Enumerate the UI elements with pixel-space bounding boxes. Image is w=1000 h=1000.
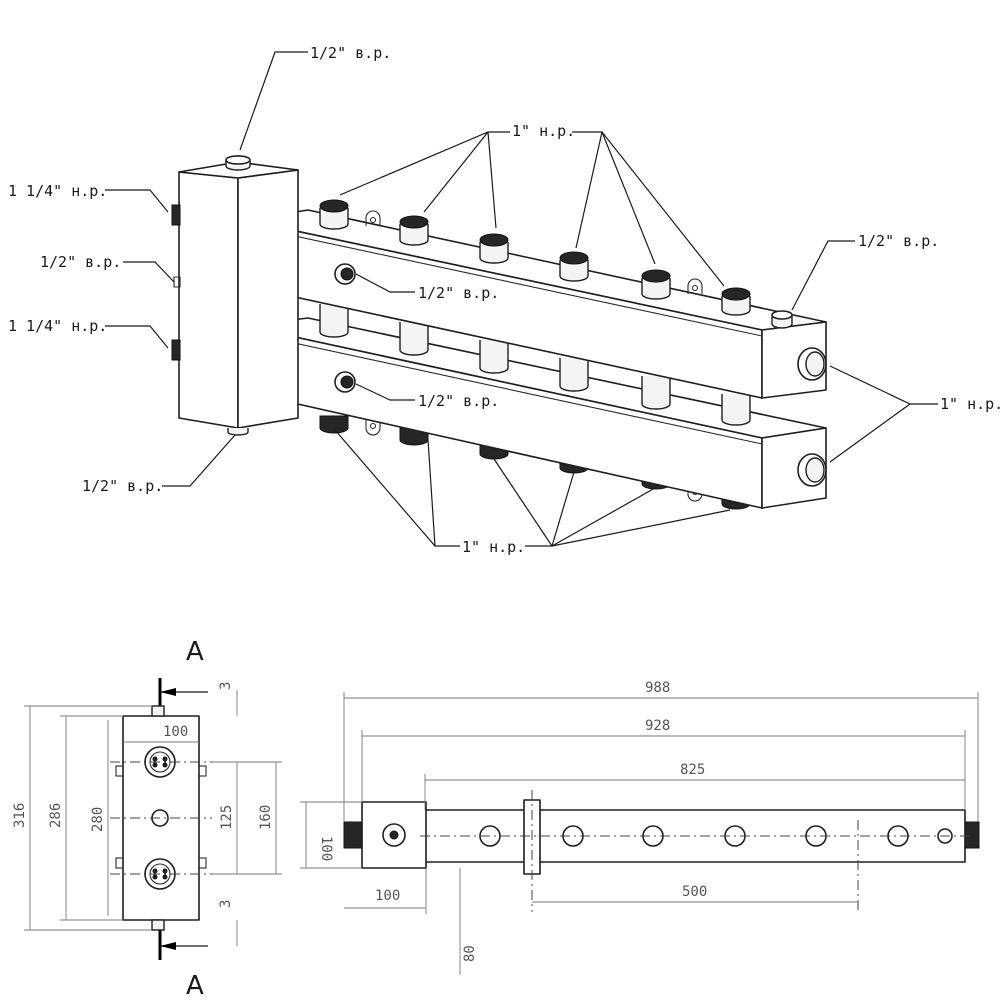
label-left-bottom: 1 1/4" н.р. — [8, 317, 107, 335]
side-view: A A — [12, 637, 282, 1000]
dim-928: 928 — [645, 718, 670, 734]
upper-mount-tabs — [365, 210, 703, 294]
label-top-center: 1/2" в.р. — [310, 44, 391, 62]
label-mid-lower: 1/2" в.р. — [418, 392, 499, 410]
top-outlets — [319, 199, 751, 316]
dim-160: 160 — [258, 805, 274, 830]
label-top-right: 1/2" в.р. — [858, 232, 939, 250]
hydraulic-separator — [171, 155, 299, 436]
section-label-bottom: A — [186, 971, 204, 1000]
side-ports — [334, 263, 356, 393]
leader-lines — [105, 51, 938, 547]
dim-100-width: 100 — [163, 724, 188, 740]
label-bottom-left: 1/2" в.р. — [82, 477, 163, 495]
connecting-pipes — [319, 304, 751, 426]
label-mid-upper: 1/2" в.р. — [418, 284, 499, 302]
dim-825: 825 — [680, 762, 705, 778]
dim-125: 125 — [219, 805, 235, 830]
label-left-top: 1 1/4" н.р. — [8, 182, 107, 200]
dim-316: 316 — [12, 803, 28, 828]
dim-286: 286 — [48, 803, 64, 828]
dim-100-block: 100 — [375, 888, 400, 904]
front-view: 988 928 825 100 100 500 80 — [300, 680, 980, 975]
top-right-fitting — [771, 310, 793, 329]
isometric-view: 1/2" в.р. 1 1/4" н.р. 1/2" в.р. 1 1/4" н… — [8, 44, 1000, 556]
dim-100-height: 100 — [318, 836, 334, 861]
upper-bar — [243, 209, 827, 399]
dim-80: 80 — [462, 945, 478, 962]
dim-3-top: 3 — [218, 682, 234, 690]
dim-500: 500 — [682, 884, 707, 900]
dim-3-bottom: 3 — [218, 900, 234, 908]
section-label-top: A — [186, 637, 204, 667]
label-right-outlets: 1" н.р. — [940, 395, 1000, 413]
label-bottom-outlets: 1" н.р. — [462, 538, 525, 556]
label-top-outlets: 1" н.р. — [512, 122, 575, 140]
dim-280: 280 — [90, 807, 106, 832]
dim-988: 988 — [645, 680, 670, 696]
label-left-mid: 1/2" в.р. — [40, 253, 121, 271]
right-end-ports — [797, 347, 827, 487]
